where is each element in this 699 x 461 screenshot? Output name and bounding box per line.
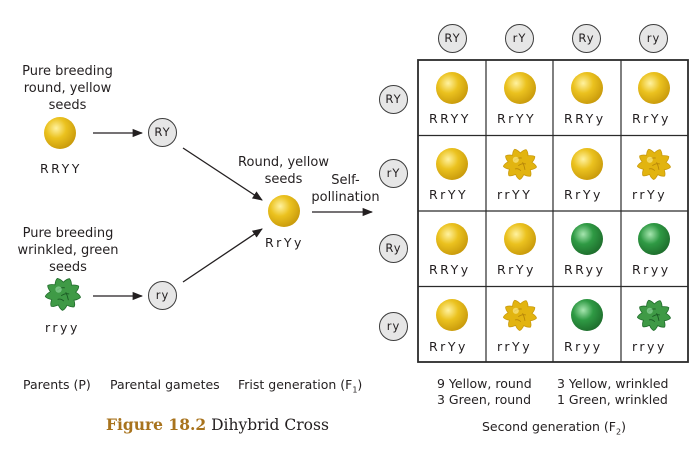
ratio-yellow-round: 9 Yellow, round (437, 376, 532, 391)
arrows (93, 128, 374, 301)
row-gamete-RY: RY (379, 85, 408, 114)
ratio-green-wrinkled: 1 Green, wrinkled (557, 392, 668, 407)
cell-genotype: Rryy (632, 262, 671, 277)
f1-label-line1: Round, yellow (238, 155, 329, 170)
self-pollination-line2: pollination (311, 190, 380, 205)
f1-label: Round, yellow seeds (226, 154, 341, 188)
parent-green-genotype: rryy (45, 320, 80, 335)
f1-genotype: RrYy (265, 235, 304, 250)
column-gamete-ry: ry (639, 24, 668, 53)
figure-number: Figure 18.2 (106, 415, 207, 434)
ratio-green-round: 3 Green, round (437, 392, 532, 407)
caption-f2-prefix: Second generation (F (482, 419, 616, 434)
round-yellow-seed-icon (436, 223, 468, 255)
caption-f2-sub: 2 (616, 427, 622, 437)
parent-yellow-label-line1: Pure breeding (22, 64, 113, 79)
cell-genotype: RrYy (564, 187, 603, 202)
self-pollination-label: Self- pollination (303, 172, 388, 206)
cell-genotype: RrYY (497, 111, 537, 126)
caption-first-generation: Frist generation (F1) (238, 377, 362, 395)
f1-label-line2: seeds (264, 172, 303, 187)
parent-green-label-line2: wrinkled, green (17, 243, 119, 258)
parent-yellow-label-line3: seeds (48, 98, 87, 113)
wrinkled-yellow-seed-icon (502, 299, 537, 331)
round-yellow-seed-icon (638, 72, 670, 104)
ratio-yellow-wrinkled: 3 Yellow, wrinkled (557, 376, 669, 391)
arrow-gamete-ry-to-f1 (182, 228, 263, 283)
caption-f1-prefix: Frist generation (F (238, 377, 353, 392)
parent-yellow-seed-icon (44, 117, 76, 149)
cell-genotype: rrYy (497, 339, 533, 354)
parent-green-label-line1: Pure breeding (22, 226, 114, 241)
parent-yellow-label: Pure breeding round, yellow seeds (10, 63, 125, 114)
round-yellow-seed-icon (436, 299, 468, 331)
cell-genotype: rrYY (497, 187, 533, 202)
caption-f1-suffix: ) (357, 377, 363, 392)
parent-yellow-label-line2: round, yellow (23, 81, 112, 96)
round-yellow-seed-icon (436, 148, 468, 180)
round-yellow-seed-icon (571, 72, 603, 104)
cell-genotype: RrYy (497, 262, 536, 277)
self-pollination-line1: Self- (331, 173, 360, 188)
cell-genotype: Rryy (564, 339, 603, 354)
column-gamete-RY: RY (438, 24, 467, 53)
round-green-seed-icon (638, 223, 670, 255)
row-gamete-rY: rY (379, 159, 408, 188)
row-gamete-ry: ry (379, 312, 408, 341)
wrinkled-yellow-seed-icon (502, 148, 537, 180)
seeds-layer (44, 72, 671, 331)
column-gamete-Ry: Ry (572, 24, 601, 53)
parent-green-label: Pure breeding wrinkled, green seeds (8, 225, 128, 276)
parent-green-label-line3: seeds (49, 260, 87, 275)
row-gamete-Ry: Ry (379, 234, 408, 263)
cell-genotype: RRYy (429, 262, 471, 277)
wrinkled-green-seed-icon (636, 299, 671, 331)
round-yellow-seed-icon (504, 223, 536, 255)
caption-parents: Parents (P) (23, 377, 91, 392)
caption-f2-suffix: ) (621, 419, 626, 434)
cell-genotype: rrYy (632, 187, 668, 202)
parent-green-seed-icon (44, 277, 81, 311)
parent-yellow-genotype: RRYY (40, 161, 82, 176)
cell-genotype: RrYy (632, 111, 671, 126)
parental-gamete-RY: RY (148, 118, 177, 147)
parental-gamete-ry: ry (148, 281, 177, 310)
cell-genotype: RRYy (564, 111, 606, 126)
column-gamete-rY: rY (505, 24, 534, 53)
cell-genotype: RRYY (429, 111, 471, 126)
arrow-gamete-RY-to-f1 (182, 147, 263, 201)
round-green-seed-icon (571, 299, 603, 331)
figure-caption: Figure 18.2 Dihybrid Cross (106, 415, 329, 434)
caption-second-generation: Second generation (F2) (482, 419, 626, 437)
caption-f1-sub: 1 (352, 385, 358, 395)
cell-genotype: RrYy (429, 339, 468, 354)
caption-parental-gametes: Parental gametes (110, 377, 220, 392)
wrinkled-yellow-seed-icon (636, 148, 671, 180)
cell-genotype: rryy (632, 339, 667, 354)
round-green-seed-icon (571, 223, 603, 255)
round-yellow-seed-icon (436, 72, 468, 104)
cell-genotype: RrYY (429, 187, 469, 202)
figure-title: Dihybrid Cross (211, 416, 329, 434)
cell-genotype: RRyy (564, 262, 606, 277)
round-yellow-seed-icon (571, 148, 603, 180)
f1-seed-icon (268, 195, 300, 227)
round-yellow-seed-icon (504, 72, 536, 104)
